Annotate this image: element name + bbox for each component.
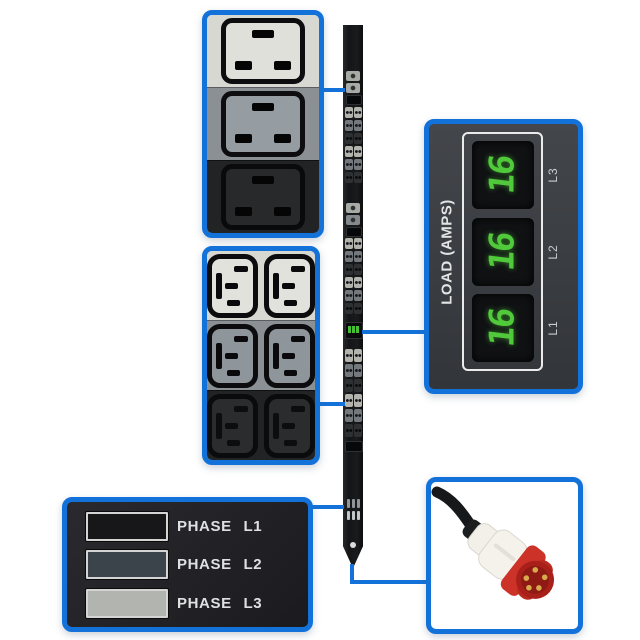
- vent-slats: [345, 511, 361, 520]
- load-meter-callout: LOAD (AMPS) 16 16 16 L3 L2 L1: [424, 119, 583, 394]
- breaker-icon: [346, 71, 360, 81]
- breaker-icon: [346, 203, 360, 213]
- l2-channel-label: L2: [546, 244, 560, 260]
- leader-line-plug-horizontal: [350, 580, 428, 584]
- c19-outlet-icon: [221, 18, 305, 84]
- c13-band-gray: [207, 320, 315, 390]
- leader-line-c19: [312, 88, 345, 92]
- c13-band-light: [207, 251, 315, 320]
- outlet-pair: [344, 251, 362, 262]
- leader-line-meter: [362, 330, 425, 334]
- outlet-pair: [344, 159, 362, 170]
- outlet-pair: [344, 424, 362, 437]
- vent-slot: [346, 227, 362, 237]
- outlet-pair: [344, 379, 362, 392]
- c19-outlet-icon: [221, 164, 305, 230]
- outlet-pair: [344, 290, 362, 301]
- leader-line-plug-vertical: [350, 564, 354, 584]
- outlet-pair: [344, 303, 362, 314]
- outlet-pair: [344, 120, 362, 131]
- outlet-pair: [344, 107, 362, 118]
- legend-row-phase-l3: PHASE L3: [67, 588, 308, 618]
- outlet-pair: [344, 394, 362, 407]
- vent-slats: [345, 499, 361, 508]
- c13-outlet-icon: [264, 393, 315, 458]
- led-display-l2: 16: [471, 217, 534, 286]
- power-plug-callout: [426, 477, 583, 634]
- l3-channel-label: L3: [546, 167, 560, 183]
- l1-channel-label: L1: [546, 320, 560, 336]
- c13-outlet-icon: [264, 253, 315, 318]
- c19-band-gray: [207, 87, 319, 160]
- outlet-pair: [344, 146, 362, 157]
- meter-frame: [462, 132, 543, 371]
- strip-led-meter-icon: [345, 322, 363, 339]
- outlet-pair: [344, 264, 362, 275]
- c13-outlets-callout: [202, 246, 320, 465]
- phase-l3-label: PHASE L3: [177, 594, 263, 612]
- l3-amps-value: 16: [482, 153, 523, 196]
- phase-l1-swatch: [86, 511, 168, 541]
- leader-line-c13: [308, 402, 345, 406]
- c19-outlets-callout: [202, 10, 324, 238]
- l2-amps-value: 16: [482, 230, 523, 273]
- outlet-pair: [344, 277, 362, 288]
- l1-amps-value: 16: [482, 307, 523, 350]
- c13-outlet-icon: [207, 323, 258, 388]
- phase-l2-label: PHASE L2: [177, 556, 263, 573]
- led-display-l1: 16: [471, 294, 534, 363]
- pdu-strip: [343, 25, 363, 568]
- mounting-hole: [350, 542, 356, 548]
- vent-slot: [346, 95, 362, 105]
- phase-l1-label: PHASE L1: [177, 517, 263, 535]
- c13-outlet-icon: [207, 253, 258, 318]
- leader-line-legend: [300, 505, 344, 509]
- breaker-icon: [346, 83, 360, 93]
- c13-band-black: [207, 390, 315, 460]
- c19-band-light: [207, 15, 319, 87]
- legend-row-phase-l1: PHASE L1: [67, 511, 308, 541]
- c13-outlet-icon: [264, 323, 315, 388]
- c19-outlet-icon: [221, 91, 305, 157]
- phase-l3-swatch: [86, 588, 168, 618]
- breaker-icon: [346, 215, 360, 225]
- outlet-pair: [344, 172, 362, 183]
- legend-row-phase-l2: PHASE L2: [67, 550, 308, 579]
- led-display-l3: 16: [471, 140, 534, 209]
- outlet-pair: [344, 133, 362, 144]
- phase-legend-callout: PHASE L1 PHASE L2 PHASE L3: [62, 497, 313, 632]
- outlet-pair: [344, 349, 362, 362]
- outlet-pair: [344, 238, 362, 249]
- meter-displays: 16 16 16: [462, 132, 543, 371]
- iec-3phase-plug-icon: [431, 486, 555, 600]
- c19-band-black: [207, 160, 319, 233]
- load-amps-title: LOAD (AMPS): [438, 199, 456, 305]
- outlet-pair: [344, 409, 362, 422]
- outlet-pair: [344, 364, 362, 377]
- c13-outlet-icon: [207, 393, 258, 458]
- vent-slot: [345, 441, 363, 452]
- phase-l2-swatch: [86, 550, 168, 579]
